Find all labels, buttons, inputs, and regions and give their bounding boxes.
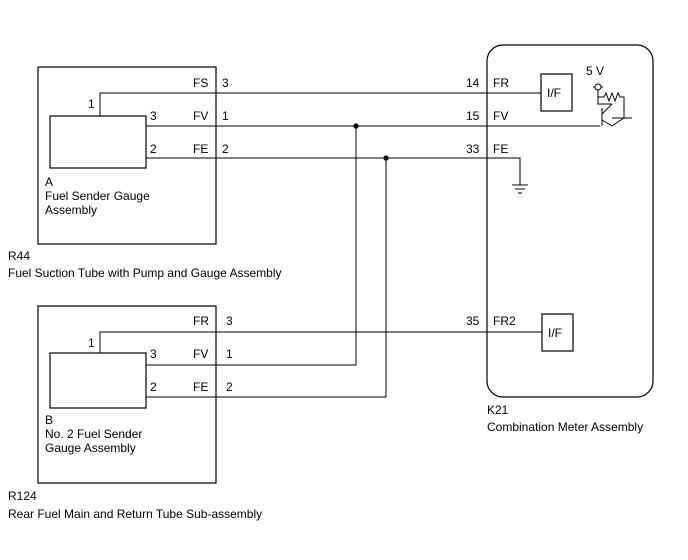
r124-lead-pin1 [99,331,216,353]
r124-id: R124 [8,489,37,503]
r44-name: Fuel Suction Tube with Pump and Gauge As… [8,266,282,280]
k21-name: Combination Meter Assembly [487,420,643,434]
k21-pin-33-num: 33 [466,142,480,156]
r44-pin-fs-num: 3 [222,76,229,90]
r124-pin-fr-label: FR [193,314,209,328]
k21-interface-label-2: I/F [548,326,562,340]
r124-sender-gauge [49,352,147,409]
r124-pin-fv-label: FV [193,347,208,361]
r44-sensor-name-line1: Fuel Sender Gauge [45,189,150,203]
r44-sender-gauge [49,115,147,169]
r124-name: Rear Fuel Main and Return Tube Sub-assem… [8,507,262,521]
k21-voltage-label: 5 V [586,64,604,78]
r124-pin-fr-num: 3 [226,314,233,328]
r44-sensor-pin-2: 2 [150,142,157,156]
r124-sensor-name-line2: Gauge Assembly [45,441,136,455]
r44-pin-fe-label: FE [193,142,208,156]
wire-fv-2 [216,126,357,366]
k21-id: K21 [487,403,509,417]
splice-fv [353,123,359,129]
r124-sensor-pin-2: 2 [150,380,157,394]
r44-pin-fv-label: FV [193,109,208,123]
k21-pin-14-label: FR [493,76,509,90]
k21-interface-label-1: I/F [547,86,561,100]
r44-pin-fs-label: FS [193,76,208,90]
wire-fe-2 [216,158,387,398]
k21-box [486,44,654,398]
supply-terminal-icon [593,83,603,97]
k21-pin-14-num: 14 [466,76,480,90]
k21-interface-block-1 [540,73,573,112]
k21-pin-35-label: FR2 [493,314,516,328]
r44-pin-fe-num: 2 [222,142,229,156]
wire-fe [216,157,521,185]
r44-sensor-name-line2: Assembly [45,203,97,217]
splice-fe [383,155,389,161]
r44-sensor-letter: A [45,175,53,189]
r124-pin-fe-num: 2 [226,380,233,394]
r44-lead-pin1 [99,92,216,116]
ground-icon [512,184,528,194]
k21-pin-15-num: 15 [466,109,480,123]
r124-pin-fe-label: FE [193,380,208,394]
r124-sensor-name-line1: No. 2 Fuel Sender [45,427,142,441]
r44-id: R44 [8,249,30,263]
r124-sensor-pin-1: 1 [88,336,95,350]
r124-pin-fv-num: 1 [226,347,233,361]
r124-sensor-pin-3: 3 [150,347,157,361]
k21-pin-15-label: FV [493,109,508,123]
r44-sensor-pin-3: 3 [150,109,157,123]
r124-sensor-letter: B [45,413,53,427]
k21-pin-35-num: 35 [466,314,480,328]
transistor-icon [597,97,632,127]
k21-pin-33-label: FE [493,142,508,156]
resistor-icon [598,91,625,118]
k21-interface-block-2 [541,313,574,352]
r44-sensor-pin-1: 1 [88,97,95,111]
r44-pin-fv-num: 1 [222,109,229,123]
